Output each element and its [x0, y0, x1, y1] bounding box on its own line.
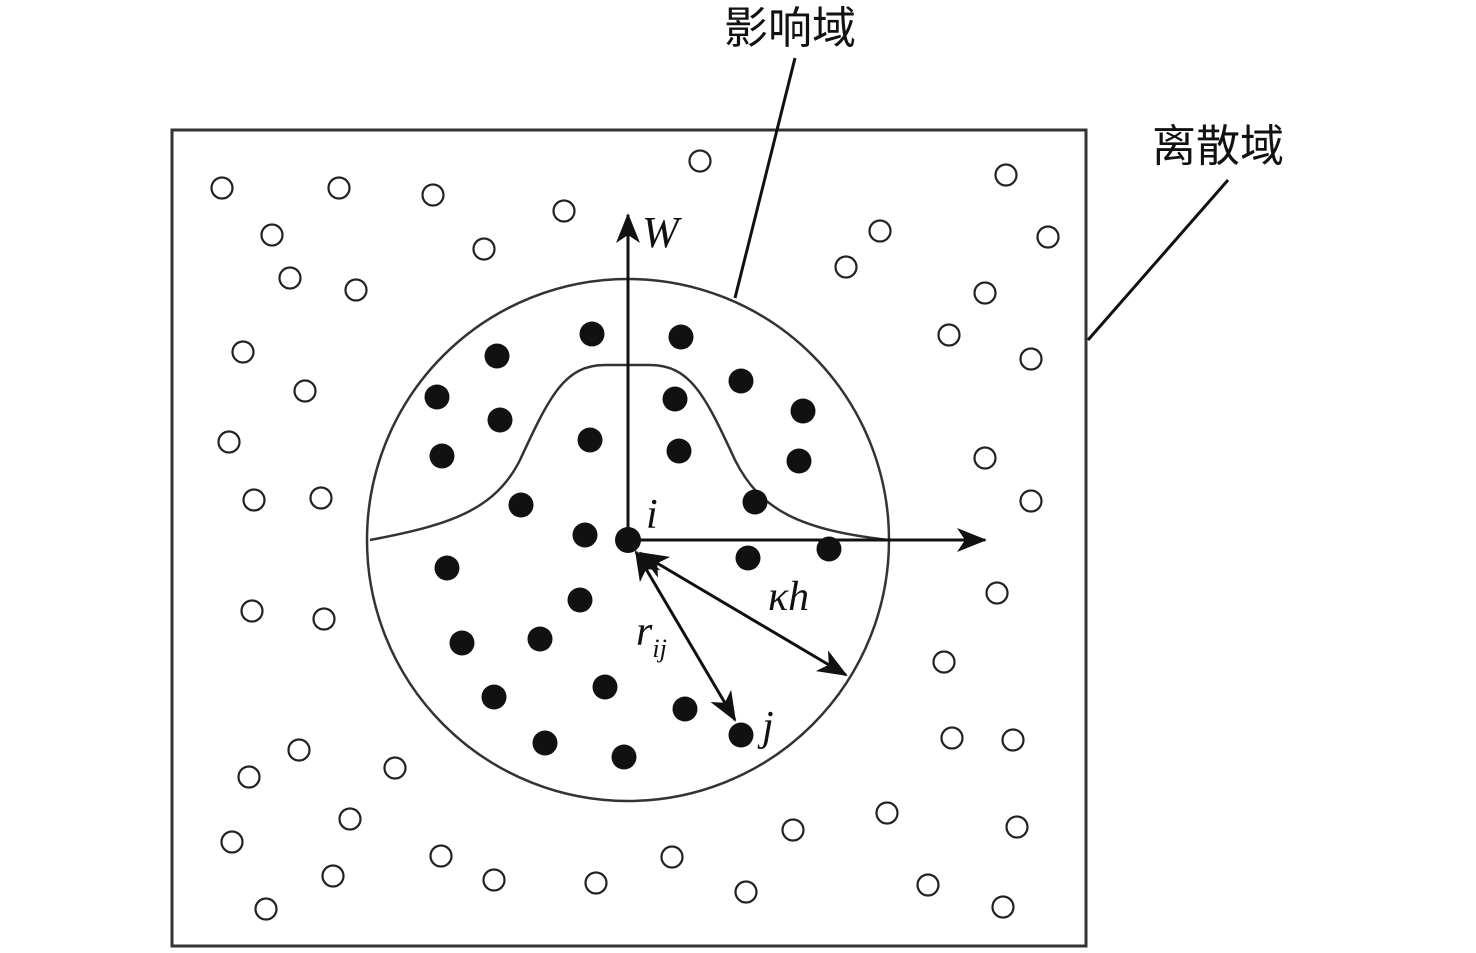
- outer-particle: [1036, 225, 1060, 249]
- neighbor-particle: [592, 674, 618, 700]
- outer-particle: [868, 219, 892, 243]
- outer-particle: [1019, 347, 1043, 371]
- neighbor-particle: [567, 587, 593, 613]
- outer-particle: [584, 871, 608, 895]
- neighbor-particle: [434, 555, 460, 581]
- neighbor-particle: [579, 321, 605, 347]
- outer-particle: [940, 726, 964, 750]
- neighbor-particle: [429, 443, 455, 469]
- outer-particle: [344, 278, 368, 302]
- outer-particle: [482, 868, 506, 892]
- neighbor-particle: [668, 324, 694, 350]
- outer-particle: [734, 880, 758, 904]
- outer-particle: [985, 581, 1009, 605]
- rij-subscript: ij: [652, 634, 666, 663]
- outer-particle: [973, 446, 997, 470]
- outer-particle: [937, 323, 961, 347]
- outer-particle: [916, 873, 940, 897]
- neighbor-particle: [424, 384, 450, 410]
- outer-particle: [231, 340, 255, 364]
- outer-particle: [429, 844, 453, 868]
- outer-particle: [293, 379, 317, 403]
- neighbor-particle: [527, 626, 553, 652]
- outer-particle: [217, 430, 241, 454]
- neighbor-particle: [672, 696, 698, 722]
- discrete-leader-line: [1086, 179, 1230, 341]
- outer-particle: [1019, 489, 1043, 513]
- outer-particle: [660, 845, 684, 869]
- neighbor-particle: [611, 744, 637, 770]
- outer-particle: [421, 183, 445, 207]
- neighbor-particle: [487, 407, 513, 433]
- outer-particles: [210, 149, 1060, 921]
- influence-leader-line: [733, 57, 797, 299]
- outer-particle: [237, 765, 261, 789]
- particle-j-label: j: [757, 704, 774, 750]
- neighbor-particle: [484, 343, 510, 369]
- outer-particle: [240, 599, 264, 623]
- influence-domain-label: 影响域: [724, 3, 856, 54]
- neighbor-particle: [662, 386, 688, 412]
- outer-particle: [932, 650, 956, 674]
- outer-particle: [210, 176, 234, 200]
- outer-particle: [383, 756, 407, 780]
- outer-particle: [220, 830, 244, 854]
- outer-particle: [781, 818, 805, 842]
- neighbor-particle: [786, 448, 812, 474]
- kh-arrow: [638, 551, 848, 677]
- outer-particle: [287, 738, 311, 762]
- w-axis-label: W: [642, 208, 682, 257]
- particle-i-label: i: [646, 492, 658, 538]
- outer-particle: [688, 149, 712, 173]
- neighbor-particle: [449, 630, 475, 656]
- outer-particle: [1001, 728, 1025, 752]
- neighbor-particle: [577, 427, 603, 453]
- outer-particle: [991, 895, 1015, 919]
- outer-particle: [973, 281, 997, 305]
- neighbor-particle: [666, 438, 692, 464]
- outer-particle: [994, 163, 1018, 187]
- outer-particle: [834, 255, 858, 279]
- outer-particle: [254, 897, 278, 921]
- neighbor-particle: [742, 489, 768, 515]
- neighbor-particle: [735, 545, 761, 571]
- outer-particle: [242, 488, 266, 512]
- neighbor-particle: [508, 492, 534, 518]
- neighbor-particle: [532, 730, 558, 756]
- discrete-domain-box: [170, 128, 1088, 948]
- neighbor-particle: [481, 684, 507, 710]
- neighbor-particles: [424, 321, 842, 770]
- outer-particle: [1005, 815, 1029, 839]
- outer-particle: [875, 801, 899, 825]
- rij-label: rij: [636, 609, 667, 663]
- kh-label: κh: [768, 574, 809, 620]
- outer-particle: [278, 266, 302, 290]
- outer-particle: [472, 237, 496, 261]
- outer-particle: [338, 807, 362, 831]
- neighbor-particle: [728, 722, 754, 748]
- outer-particle: [312, 607, 336, 631]
- neighbor-particle: [790, 398, 816, 424]
- outer-particle: [552, 199, 576, 223]
- outer-particle: [309, 486, 333, 510]
- neighbor-particle: [572, 522, 598, 548]
- outer-particle: [321, 864, 345, 888]
- outer-particle: [260, 223, 284, 247]
- discrete-domain-label: 离散域: [1152, 121, 1284, 172]
- rij-main: r: [636, 609, 653, 655]
- neighbor-particle: [728, 368, 754, 394]
- outer-particle: [327, 176, 351, 200]
